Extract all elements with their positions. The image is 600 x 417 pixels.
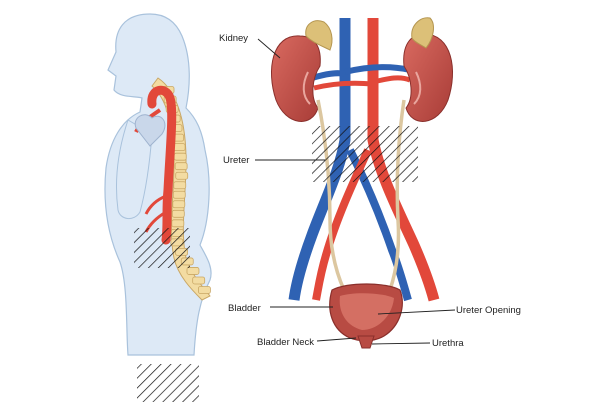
label-bladder: Bladder [228, 303, 261, 314]
vertebra [192, 276, 206, 285]
aorta-left [134, 85, 177, 245]
label-kidney: Kidney [219, 33, 248, 44]
adrenal-gland-left [305, 20, 333, 51]
label-ureter-opening: Ureter Opening [456, 305, 521, 316]
kidney-leader [257, 38, 281, 59]
vertebra [186, 267, 200, 275]
vertebra [172, 200, 186, 209]
vertebra [173, 152, 187, 161]
hatch-region-pelvis [134, 228, 190, 268]
urinary-system [270, 17, 454, 349]
urethra-leader [371, 342, 431, 345]
aorta-branch [144, 194, 167, 215]
label-urethra: Urethra [432, 338, 464, 349]
bladder-neck-shape [357, 335, 375, 349]
hatch-region-ureter [312, 126, 418, 182]
aortic-arch [147, 85, 177, 245]
kidney-right [403, 33, 454, 122]
labels: Kidney Ureter Bladder Ureter Opening Bla… [219, 33, 521, 349]
heart-shape [134, 114, 166, 147]
vertebra [174, 162, 188, 171]
renal-artery-left [313, 80, 374, 91]
body-silhouette [104, 13, 212, 356]
vertebra [173, 181, 187, 190]
renal-vein-right [344, 64, 411, 75]
hatch-region-bottom [137, 364, 199, 402]
leader-lines [255, 38, 456, 345]
arm-outline [116, 119, 153, 219]
bladder-neck-leader [316, 337, 357, 342]
kidney-left [270, 35, 321, 122]
label-bladder-neck: Bladder Neck [257, 337, 314, 348]
ureter-opening-leader [377, 309, 456, 315]
label-ureter: Ureter [223, 155, 249, 166]
vertebra [175, 171, 189, 180]
vertebra [171, 209, 185, 218]
bladder [329, 283, 403, 349]
adrenal-gland-right [411, 17, 434, 49]
vertebra [197, 286, 211, 294]
vertebra [172, 190, 186, 199]
vertebra [171, 219, 185, 228]
renal-artery-right [372, 75, 411, 85]
